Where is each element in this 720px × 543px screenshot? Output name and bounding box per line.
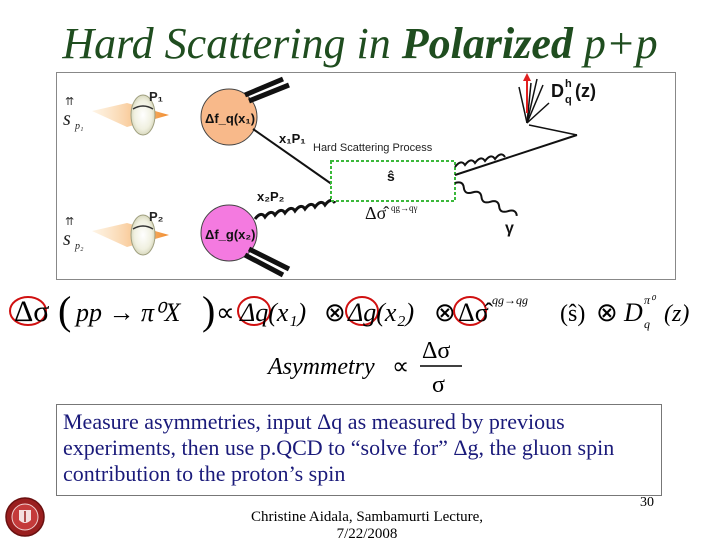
spin-bottom-sub: p₂ — [74, 241, 84, 252]
partonic-channel-label: qg→qγ — [391, 203, 418, 213]
frag-sup-label: h — [565, 78, 572, 90]
jet-track-1 — [526, 82, 532, 124]
formula-otimes-1: ⊗ — [324, 298, 346, 327]
partonic-xsec-label: Δσ̂ — [365, 203, 389, 223]
formula-proportional: ∝ — [216, 298, 235, 327]
university-seal-icon — [5, 497, 45, 537]
title-suffix: p+p — [572, 19, 658, 68]
pdf-blob-top-icon — [200, 88, 258, 146]
jet-track-6 — [528, 124, 578, 136]
jet-track-2 — [526, 78, 538, 124]
spin-bottom-label: s — [63, 228, 71, 250]
remnant-bottom-1 — [243, 252, 285, 278]
formula-term3: Δσ̂ — [458, 298, 494, 327]
photon-label: γ — [505, 220, 514, 237]
frag-function-label: D — [551, 81, 564, 101]
page-number: 30 — [640, 495, 654, 510]
remnant-top-1 — [244, 76, 284, 98]
formula-term3-arg: (ŝ) — [560, 301, 585, 327]
frag-sub-label: q — [565, 94, 572, 106]
frag-arg-label: (z) — [575, 81, 596, 101]
title-bold: Polarized — [401, 19, 573, 68]
remnant-bottom-2 — [247, 246, 291, 272]
formula-term4-arg: (z) — [664, 301, 689, 327]
formula-paren-close: ) — [202, 288, 215, 333]
highlight-circle-dg — [345, 296, 379, 326]
x1p1-label: x₁P₁ — [279, 131, 306, 146]
highlight-circle-dsigma — [453, 296, 487, 326]
proton-top-icon — [130, 94, 156, 136]
quark-line-in — [252, 128, 334, 186]
diagram-svg: ⇈ s p₁ ⇈ s p₂ P₁ P₂ Δf_q(x₁) Δf_g(x₂) x₁… — [63, 73, 596, 278]
feynman-diagram: ⇈ s p₁ ⇈ s p₂ P₁ P₂ Δf_q(x₁) Δf_g(x₂) x₁… — [56, 72, 676, 280]
photon-line — [454, 181, 518, 217]
asymmetry-formula: Asymmetry ∝ Δσ σ — [266, 338, 462, 398]
asymmetry-denominator: σ — [432, 372, 445, 398]
cross-section-formula: Δσ ( pp → π⁰X ) ∝ Δq(x₁) ⊗ Δg(x₂) ⊗ Δσ̂ … — [9, 288, 689, 333]
formula-term4: D — [623, 298, 643, 327]
x2p2-label: x₂P₂ — [257, 189, 285, 204]
spin-arrow-top-icon: ⇈ — [65, 96, 74, 108]
formula-lhs-delta-sigma: Δσ — [14, 295, 49, 328]
jet-track-3 — [526, 84, 544, 124]
highlight-circle-dq — [237, 296, 271, 326]
outgoing-quark-line — [454, 134, 578, 176]
explanation-text: Measure asymmetries, input Δq as measure… — [63, 409, 615, 486]
jet-track-4 — [518, 86, 528, 124]
jet-track-5 — [526, 102, 550, 124]
proton-top-label: P₁ — [149, 89, 163, 104]
formula-lhs-process: pp → π⁰X — [74, 298, 181, 327]
formula-otimes-2: ⊗ — [434, 298, 456, 327]
title-prefix: Hard Scattering in — [62, 19, 402, 68]
formula-otimes-3: ⊗ — [596, 298, 618, 327]
remnant-top-2 — [248, 82, 290, 104]
formula-term1: Δq(x₁) — [239, 298, 306, 327]
hadron-arrowhead-icon — [523, 73, 531, 81]
proton-bottom-label: P₂ — [149, 209, 164, 224]
pdf-bottom-label: Δf_g(x₂) — [205, 227, 256, 242]
formula-term4-sub: q — [644, 317, 650, 331]
explanation-textbox: Measure asymmetries, input Δq as measure… — [56, 404, 662, 496]
spin-top-label: s — [63, 108, 71, 130]
proton-bottom-icon — [130, 214, 156, 256]
hard-scattering-box — [330, 160, 456, 202]
footer-text: Christine Aidala, Sambamurti Lecture, 7/… — [250, 509, 484, 542]
asymmetry-proportional: ∝ — [392, 354, 409, 380]
gluon-line-in — [253, 198, 337, 220]
formula-term3-sup: qg→qg — [492, 293, 528, 307]
spin-top-sub: p₁ — [74, 121, 83, 132]
asymmetry-label: Asymmetry — [266, 354, 375, 380]
highlight-circle-lhs — [9, 296, 47, 326]
pdf-top-label: Δf_q(x₁) — [205, 111, 255, 126]
spin-curl-top-icon — [132, 105, 154, 110]
spin-curl-bottom-icon — [132, 225, 154, 230]
s-hat-label: ŝ — [387, 168, 395, 184]
spin-arrow-bottom-icon: ⇈ — [65, 216, 74, 228]
hard-scattering-label: Hard Scattering Process — [313, 142, 433, 154]
asymmetry-numerator: Δσ — [422, 338, 450, 364]
outgoing-gluon-line — [454, 153, 506, 168]
formula-term4-sup: π⁰ — [644, 293, 657, 307]
formula-paren-open: ( — [58, 288, 71, 333]
pdf-blob-bottom-icon — [200, 204, 258, 262]
slide-title: Hard Scattering in Polarized p+p — [0, 18, 720, 69]
formula-term2: Δg(x₂) — [347, 298, 414, 327]
